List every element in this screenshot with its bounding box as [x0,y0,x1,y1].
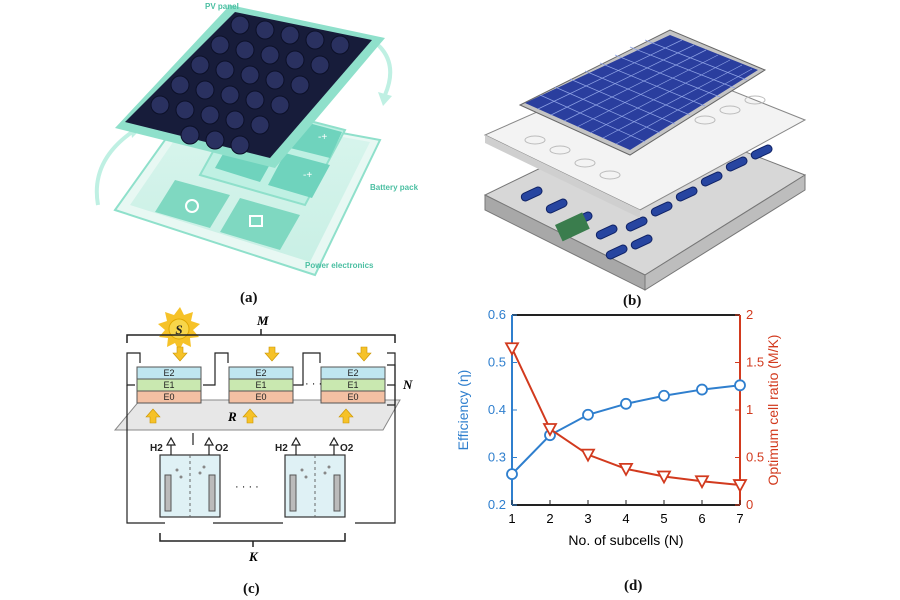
label-h2: H2 [150,443,163,454]
layer-e1: E1 [347,380,358,390]
y-right-tick-label: 0.5 [746,450,764,465]
y-right-tick-label: 1 [746,402,753,417]
component-icon [185,199,199,213]
layer-e1: E1 [255,380,266,390]
glass-plate [113,399,401,431]
x-axis-label: No. of subcells (N) [568,532,683,548]
label-o2: O2 [215,443,229,454]
layer-e0: E0 [347,392,358,402]
panel-label-c: (c) [243,581,260,597]
y-right-tick-label: 1.5 [746,355,764,370]
svg-text:-+: -+ [318,132,327,143]
y-left-tick-label: 0.6 [488,307,506,322]
cell-ellipsis: · · · [305,378,322,390]
y-left-tick-label: 0.2 [488,497,506,512]
label-battery-pack: Battery pack [370,183,419,192]
layer-e2: E2 [347,368,358,378]
panel-b-illustration: (b) [483,29,807,309]
efficiency-point [696,383,708,396]
label-r: R [227,409,237,424]
efficiency-point [582,408,594,421]
electrolyzer-ellipsis: · · · · [235,481,259,493]
efficiency-point [506,468,518,481]
solar-panel [518,29,767,156]
n-brace [387,364,396,406]
label-o2: O2 [340,443,354,454]
cell-ratio-point [694,475,710,490]
electrolyzer [284,454,346,518]
label-n: N [402,377,413,392]
efficiency-point [734,379,746,392]
layer-e1: E1 [163,380,174,390]
x-tick-label: 7 [736,511,743,526]
light-arrows [145,346,372,424]
panel-label-b: (b) [623,293,641,309]
circuit-board [555,212,590,242]
sun-icon: S [158,307,200,351]
label-h2: H2 [275,443,288,454]
layer-e0: E0 [163,392,174,402]
cell-ratio-point [580,448,596,463]
chart-series [504,342,748,493]
y-left-tick-label: 0.3 [488,450,506,465]
gas-arrows [165,436,340,455]
x-tick-label: 1 [508,511,515,526]
panel-label-a: (a) [240,290,258,306]
x-tick-label: 3 [584,511,591,526]
tandem-cell [228,366,294,404]
cell-ratio-point [542,423,558,437]
tandem-cell [320,366,386,404]
label-pv-panel: PV panel [205,2,239,11]
cell-ratio-point [656,470,672,485]
cell-ratio-point [732,479,748,493]
x-tick-label: 4 [622,511,629,526]
y-axis-left-label: Efficiency (η) [455,370,471,451]
layer-e2: E2 [163,368,174,378]
chart-axes: 1 2 3 4 5 6 7 0.2 0.3 0.4 0.5 0.6 0 0.5 1 1.5 2 [488,307,764,526]
efficiency-point [620,397,632,410]
x-tick-label: 6 [698,511,705,526]
layer-e0: E0 [255,392,266,402]
label-power-electronics: Power electronics [305,261,374,270]
panel-c-schematic: S M N E2 E1 E0 E2 E1 E0 E2 [113,307,413,597]
component-icon [249,215,263,227]
electrolyzer [159,454,221,518]
panel-a-illustration: -+ -+ -+ PV panel Battery pack Power ele… [94,2,419,306]
x-tick-label: 2 [546,511,553,526]
label-m: M [256,313,269,328]
label-k: K [248,549,259,564]
y-left-tick-label: 0.5 [488,355,506,370]
y-right-tick-label: 2 [746,307,753,322]
cell-ratio-point [618,462,634,477]
efficiency-point [658,389,670,402]
y-left-tick-label: 0.4 [488,402,506,417]
layer-e2: E2 [255,368,266,378]
x-tick-label: 5 [660,511,667,526]
cell-ratio-point [504,342,520,357]
y-axis-right-label: Optimum cell ratio (M/K) [765,335,781,486]
y-right-tick-label: 0 [746,497,753,512]
k-brace [159,533,346,542]
pv-panel [115,5,385,168]
sun-symbol: S [175,322,182,337]
svg-text:-+: -+ [303,170,312,181]
panel-d-chart: 1 2 3 4 5 6 7 0.2 0.3 0.4 0.5 0.6 0 0.5 1 1.5 2 Efficien… [455,307,781,594]
panel-label-d: (d) [624,578,642,594]
assembly-arrow-left [94,128,137,206]
tandem-cell [136,366,202,404]
